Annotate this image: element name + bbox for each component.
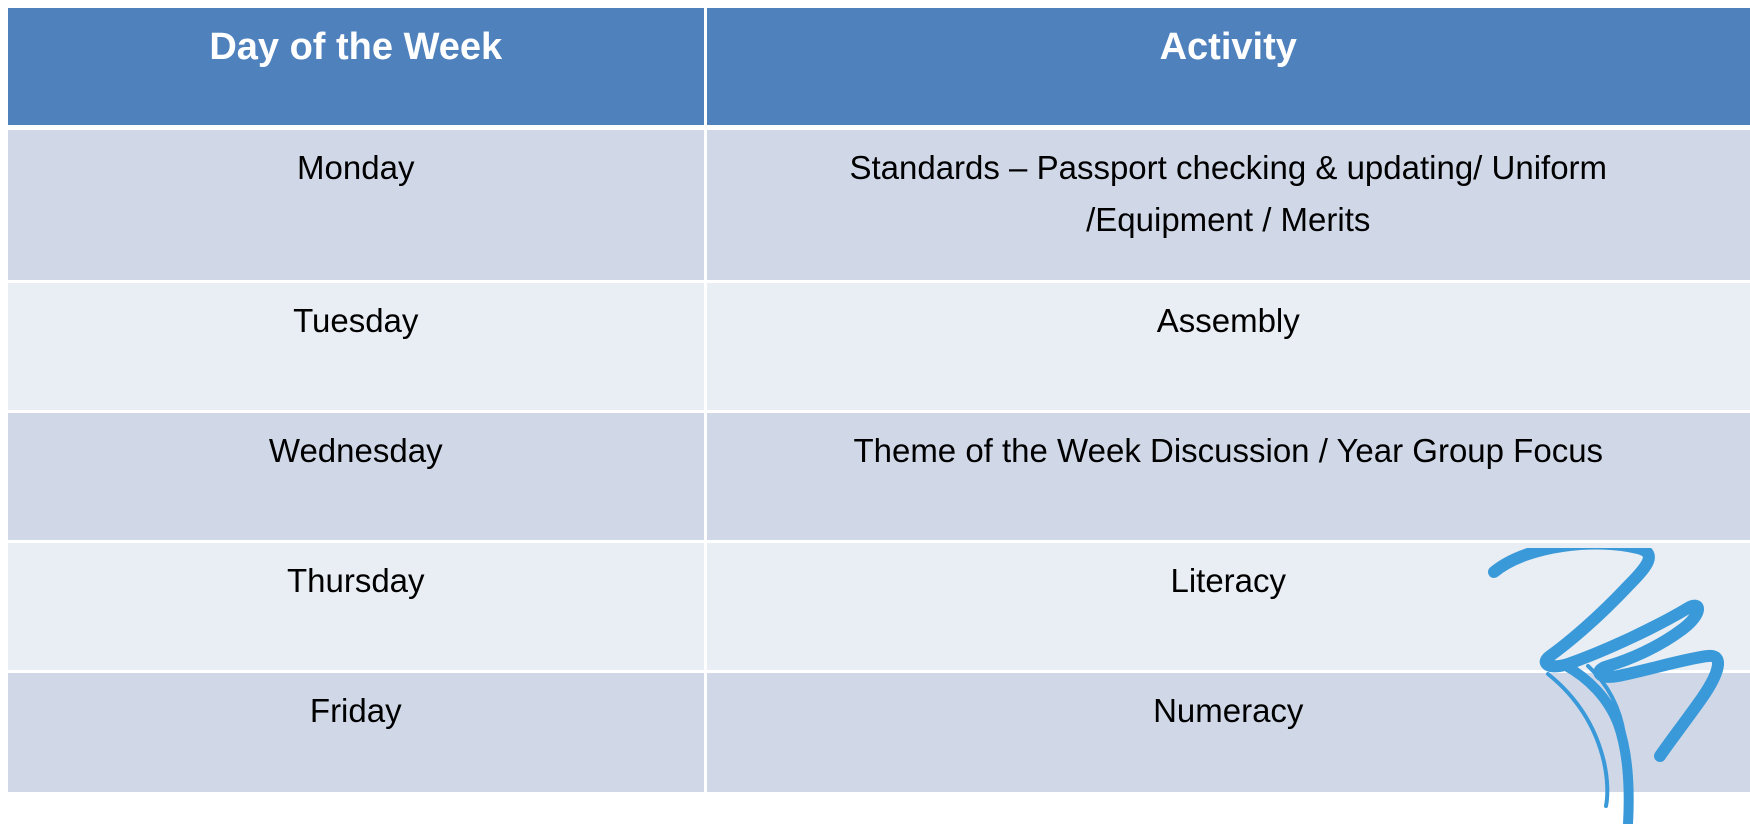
day-cell: Thursday: [8, 541, 707, 673]
activity-cell: Standards – Passport checking & updating…: [705, 127, 1750, 283]
header-activity: Activity: [705, 8, 1750, 130]
day-cell: Monday: [8, 127, 707, 283]
activity-cell: Numeracy: [705, 671, 1750, 795]
table-row: Tuesday Assembly: [8, 281, 1750, 413]
table-row: Monday Standards – Passport checking & u…: [8, 127, 1750, 283]
day-cell: Friday: [8, 671, 707, 795]
header-day: Day of the Week: [8, 8, 707, 130]
school-logo-icon: [1488, 548, 1724, 824]
table-row: Friday Numeracy: [8, 671, 1750, 795]
day-cell: Wednesday: [8, 411, 707, 543]
table-row: Wednesday Theme of the Week Discussion /…: [8, 411, 1750, 543]
table-row: Thursday Literacy: [8, 541, 1750, 673]
table-header-row: Day of the Week Activity: [8, 8, 1750, 130]
activity-cell: Theme of the Week Discussion / Year Grou…: [705, 411, 1750, 543]
activity-cell: Literacy: [705, 541, 1750, 673]
day-cell: Tuesday: [8, 281, 707, 413]
activity-cell: Assembly: [705, 281, 1750, 413]
weekly-activity-table: Day of the Week Activity Monday Standard…: [8, 8, 1750, 795]
